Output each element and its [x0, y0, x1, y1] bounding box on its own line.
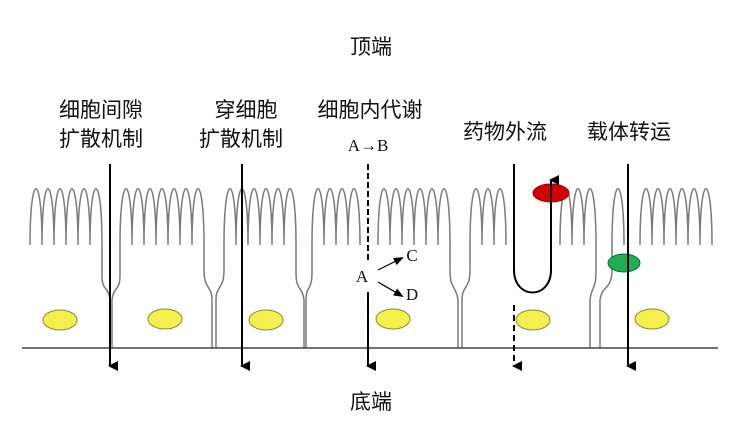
basal-label: 底端 — [350, 390, 392, 414]
metabolite-d-label: D — [405, 285, 419, 304]
metabolite-c-label: C — [406, 246, 418, 265]
efflux-arrow — [513, 164, 559, 294]
microvilli-membrane — [29, 188, 713, 246]
metabolism-reaction-label: A→B — [347, 136, 389, 155]
efflux-label: 药物外流 — [463, 120, 547, 144]
carrier-protein — [607, 253, 641, 273]
metabolite-arrow-d — [377, 281, 404, 298]
tight-junctions — [101, 245, 613, 348]
paracellular-label-line2: 扩散机制 — [59, 127, 143, 151]
carrier-label: 载体转运 — [587, 120, 671, 144]
transcellular-label-line1: 穿细胞 — [214, 98, 278, 122]
paracellular-label-line1: 细胞间隙 — [59, 98, 143, 122]
metabolite-arrow-c — [377, 257, 404, 271]
metabolite-a-label: A — [355, 267, 369, 286]
metabolism-label: 细胞内代谢 — [317, 98, 423, 122]
apical-label: 顶端 — [350, 35, 392, 59]
nuclei — [42, 308, 670, 331]
transcellular-label-line2: 扩散机制 — [199, 127, 283, 151]
